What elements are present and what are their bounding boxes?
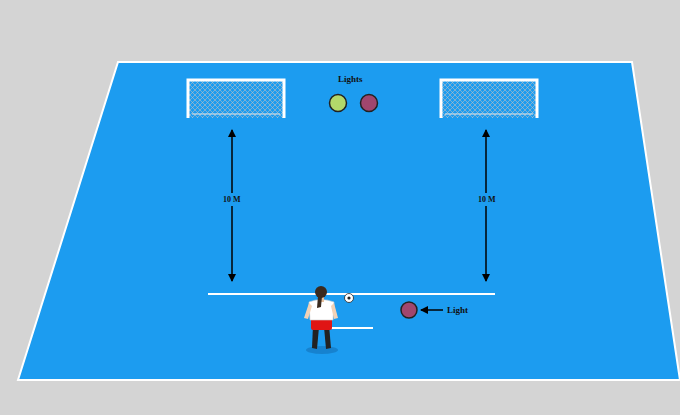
goal (441, 80, 537, 118)
light-purple (361, 95, 378, 112)
light-purple (401, 302, 417, 318)
marker-line (328, 327, 373, 329)
goal (188, 80, 284, 118)
light-label: Lights (338, 74, 363, 84)
light-label: Light (447, 305, 468, 315)
ball (345, 294, 354, 303)
dimension-label: 10 M (477, 193, 497, 206)
court (18, 62, 680, 380)
leader-arrow (421, 309, 443, 311)
dimension-label: 10 M (222, 193, 242, 206)
light-green (330, 95, 347, 112)
player (304, 286, 338, 354)
